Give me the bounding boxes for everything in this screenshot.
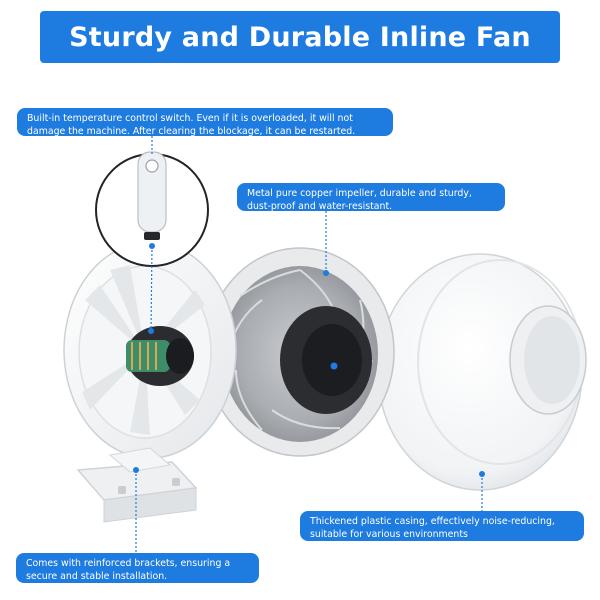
leader-lines — [135, 136, 483, 553]
temperature-switch-icon — [95, 151, 209, 267]
impeller-icon — [205, 247, 395, 457]
callout-plastic-casing: Thickened plastic casing, effectively no… — [300, 511, 584, 541]
motor-icon — [126, 326, 194, 386]
callout-line: suitable for various environments — [310, 529, 468, 540]
callout-line: dust-proof and water-resistant. — [247, 201, 393, 212]
callout-line: damage the machine. After clearing the b… — [27, 126, 356, 137]
callout-temperature-switch: Built-in temperature control switch. Eve… — [17, 108, 393, 137]
casing-icon — [377, 253, 587, 491]
callout-reinforced-brackets: Comes with reinforced brackets, ensuring… — [16, 553, 259, 583]
page-title: Sturdy and Durable Inline Fan — [69, 21, 531, 53]
callout-line: Comes with reinforced brackets, ensuring… — [26, 558, 231, 569]
title-banner: Sturdy and Durable Inline Fan — [40, 11, 560, 63]
callout-line: Built-in temperature control switch. Eve… — [27, 113, 353, 124]
bracket-icon — [76, 447, 198, 523]
callout-line: secure and stable installation. — [26, 571, 168, 582]
callout-line: Metal pure copper impeller, durable and … — [247, 188, 472, 199]
callout-copper-impeller: Metal pure copper impeller, durable and … — [237, 183, 505, 212]
callout-line: Thickened plastic casing, effectively no… — [310, 516, 555, 527]
